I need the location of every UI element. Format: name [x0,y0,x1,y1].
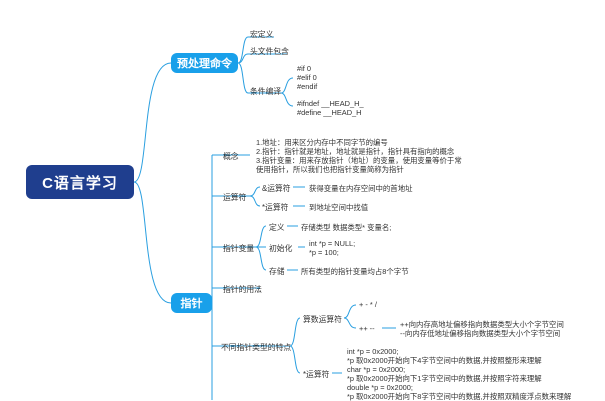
concept-line: 1.地址：用来区分内存中不同字节的编号 [256,138,388,147]
amp-desc: 获得变量在内存空间中的首地址 [309,184,413,193]
node-star-operator[interactable]: *运算符 [262,203,289,212]
node-include[interactable]: 头文件包含 [250,47,289,56]
star-type-line: *p 取0x2000开始向下4字节空间中的数据,并按照整形来理解 [347,356,542,365]
node-conditional[interactable]: 条件编译 [250,87,282,96]
arith-desc: --向内存低地址偏移指向数据类型大小个字节空间 [400,329,561,338]
star-type-line: *p 取0x2000开始向下1字节空间中的数据,并按照字符来理解 [347,374,542,383]
star-type-line: int *p = 0x2000; [347,347,399,356]
cond-line: #ifndef __HEAD_H_ [297,99,364,108]
concept-line: 2.指针：指针就是地址，地址就是指针，指针具有指向的概念 [256,147,455,156]
concept-line: 使用指针，所以我们也把指针变量简称为指针 [256,165,404,174]
definition-desc: 存储类型 数据类型* 变量名; [301,223,392,232]
star-type-line: *p 取0x2000开始向下8字节空间中的数据,并按照双精度浮点数来理解 [347,392,572,401]
branch-preprocess[interactable]: 预处理命令 [171,53,238,73]
cond-line: #endif [297,82,318,91]
root-node[interactable]: C语言学习 [26,165,134,199]
branch-pointer[interactable]: 指针 [171,293,212,313]
cond-line: #elif 0 [297,73,317,82]
node-pointer-type-features[interactable]: 不同指针类型的特点 [221,343,292,352]
node-amp-operator[interactable]: &运算符 [262,184,291,193]
node-operators[interactable]: 运算符 [223,193,247,202]
node-pointer-variable[interactable]: 指针变量 [223,244,255,253]
arith-desc: ++向内存高地址偏移指向数据类型大小个字节空间 [400,320,564,329]
node-storage[interactable]: 存储 [269,267,285,276]
storage-desc: 所有类型的指针变量均占8个字节 [301,267,409,276]
cond-line: #define __HEAD_H [297,108,362,117]
star-type-line: char *p = 0x2000; [347,365,406,374]
node-pointer-usage[interactable]: 指针的用法 [223,285,262,294]
concept-line: 3.指针变量：用来存放指针（地址）的变量，使用变量等价于常 [256,156,462,165]
init-line: int *p = NULL; [309,239,356,248]
cond-line: #if 0 [297,64,311,73]
arith-ops-incdec: ++ -- [359,324,375,333]
star-desc: 到地址空间中找值 [309,203,369,212]
node-definition[interactable]: 定义 [269,223,285,232]
node-initialization[interactable]: 初始化 [269,244,293,253]
node-arithmetic-operators[interactable]: 算数运算符 [303,315,342,324]
node-concept[interactable]: 概念 [223,152,239,161]
star-type-line: double *p = 0x2000; [347,383,413,392]
init-line: *p = 100; [309,248,339,257]
node-type-star-operator[interactable]: *运算符 [303,370,330,379]
node-macro[interactable]: 宏定义 [250,30,274,39]
arith-ops-basic: + - * / [359,300,377,309]
